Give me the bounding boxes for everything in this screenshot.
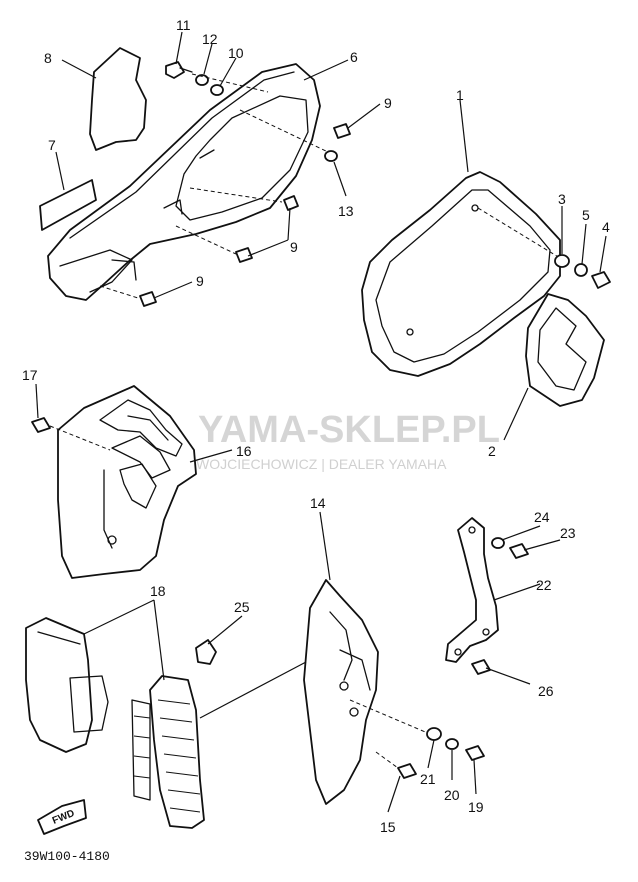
callout-1: 1: [456, 87, 464, 103]
part-18-guard-right: [131, 675, 205, 829]
part-12-washer: [195, 74, 209, 86]
part-20-collar: [445, 738, 459, 750]
callout-15: 15: [380, 819, 396, 835]
part-16-air-scoop: [57, 385, 197, 579]
part-5-collar: [574, 263, 588, 277]
callout-18: 18: [150, 583, 166, 599]
watermark-title: YAMA-SKLEP.PL: [198, 409, 500, 451]
callout-4: 4: [602, 219, 610, 235]
callout-21: 21: [420, 771, 436, 787]
part-22-bracket: [445, 517, 499, 663]
part-15-bolt: [397, 763, 417, 779]
part-10-grommet: [210, 84, 224, 96]
part-26-bolt: [471, 659, 491, 675]
leader-lines: [35, 31, 607, 813]
part-8-plate: [89, 47, 147, 151]
part-9-grommet-b: [283, 195, 299, 211]
part-1-side-cover: [361, 171, 561, 377]
callout-12: 12: [202, 31, 218, 47]
axis-line-6b: [239, 109, 329, 153]
part-9-grommet-c: [235, 247, 253, 263]
callout-22: 22: [536, 577, 552, 593]
callout-9c: 9: [196, 273, 204, 289]
part-9-grommet-a: [333, 123, 351, 139]
callout-3: 3: [558, 191, 566, 207]
callout-6: 6: [350, 49, 358, 65]
callout-26: 26: [538, 683, 554, 699]
callout-13: 13: [338, 203, 354, 219]
callout-5: 5: [582, 207, 590, 223]
axis-line-1: [477, 207, 561, 259]
callout-24: 24: [534, 509, 550, 525]
callout-25: 25: [234, 599, 250, 615]
callout-9b: 9: [290, 239, 298, 255]
callout-7: 7: [48, 137, 56, 153]
diagram-code: 39W100-4180: [24, 849, 110, 864]
guard-mount-line: [199, 661, 307, 719]
part-19-bolt: [465, 745, 485, 761]
callout-10: 10: [228, 45, 244, 61]
callout-23: 23: [560, 525, 576, 541]
part-6-side-cover: [47, 63, 321, 301]
part-3-washer: [554, 254, 570, 268]
callout-labels: 11 12 10 8 7 6 9 13 9 9 1 3 5 4 2 17 16 …: [22, 17, 610, 835]
part-4-bolt: [591, 271, 611, 289]
part-13-nut: [324, 150, 338, 162]
part-21-grommet: [426, 727, 442, 741]
part-11-bolt: [165, 61, 193, 79]
part-2-damper: [525, 293, 605, 407]
axis-line-15: [375, 751, 399, 769]
axis-line-16: [49, 425, 111, 451]
axis-line-6a: [191, 73, 269, 93]
callout-17: 17: [22, 367, 38, 383]
part-24-grommet: [491, 537, 505, 549]
callout-9a: 9: [384, 95, 392, 111]
part-18-guard-left: [25, 617, 109, 753]
watermark-subtitle: WOJCIECHOWICZ | DEALER YAMAHA: [196, 456, 447, 472]
part-17-bolt: [31, 417, 51, 433]
callout-19: 19: [468, 799, 484, 815]
fwd-arrow-icon: FWD: [37, 799, 87, 835]
part-23-bolt: [509, 543, 529, 559]
part-7-emblem: [39, 179, 97, 231]
part-25-clip: [195, 639, 217, 665]
callout-16: 16: [236, 443, 252, 459]
callout-8: 8: [44, 50, 52, 66]
part-14-panel: [303, 579, 379, 805]
axis-line-6e: [99, 285, 139, 299]
callout-2: 2: [488, 443, 496, 459]
axis-line-6c: [189, 187, 283, 203]
callout-11: 11: [176, 17, 191, 33]
callout-20: 20: [444, 787, 460, 803]
axis-line-14: [349, 699, 431, 735]
callout-14: 14: [310, 495, 326, 511]
part-9-grommet-d: [139, 291, 157, 307]
